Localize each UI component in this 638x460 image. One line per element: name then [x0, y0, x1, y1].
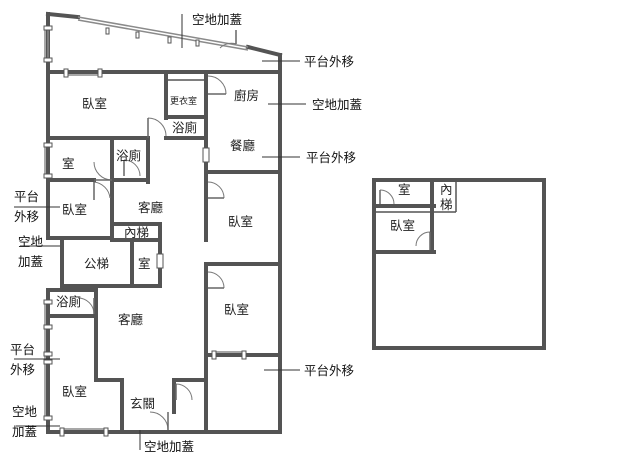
- room-label-entrance: 玄關: [130, 396, 155, 411]
- room-label-kitchen: 廚房: [234, 88, 259, 103]
- note-left-platform-1-line1: 平台: [14, 189, 39, 204]
- annex-label-bedroom: 臥室: [390, 218, 415, 233]
- room-label-bedroom-top-left: 臥室: [82, 96, 107, 111]
- room-label-inner-stair: 內梯: [124, 225, 149, 240]
- note-left-land-2-line1: 空地: [12, 404, 38, 419]
- annex-label-inner-stair-2: 梯: [440, 197, 453, 212]
- annex-plan: [372, 178, 546, 350]
- note-left-land-1-line1: 空地: [18, 234, 44, 249]
- room-labels: 臥室 更衣室 浴廁 廚房 餐廳 室 浴廁 臥室 客廳 內梯 臥室 公梯 室 浴廁…: [56, 88, 453, 411]
- room-label-bath-bottom: 浴廁: [56, 294, 81, 309]
- note-left-platform-1-line2: 外移: [14, 209, 39, 224]
- note-bottom-center: 空地加蓋: [144, 439, 194, 454]
- room-label-bath-top: 浴廁: [172, 120, 197, 135]
- annotations: 空地加蓋 平台外移 空地加蓋 平台外移 平台 外移 空地 加蓋 平台 外移 空地…: [10, 12, 362, 454]
- room-label-living-upper: 客廳: [138, 200, 164, 215]
- room-label-dining: 餐廳: [230, 138, 256, 153]
- room-label-bedroom-left-mid: 臥室: [62, 202, 87, 217]
- room-label-bedroom-bottom-left: 臥室: [62, 384, 87, 399]
- room-label-bedroom-right-lower: 臥室: [224, 302, 249, 317]
- note-left-land-1-line2: 加蓋: [18, 254, 43, 269]
- note-top-right: 平台外移: [304, 54, 354, 69]
- note-dining-right: 平台外移: [306, 150, 356, 165]
- note-kitchen-right: 空地加蓋: [312, 97, 362, 112]
- room-label-living-lower: 客廳: [118, 312, 144, 327]
- leader-lines: [14, 14, 306, 450]
- annex-label-room: 室: [398, 182, 411, 197]
- room-label-closet: 更衣室: [170, 95, 197, 107]
- note-left-platform-2-line1: 平台: [10, 342, 35, 357]
- room-label-room-small-mid: 室: [138, 256, 151, 271]
- annex-label-inner-stair-1: 內: [440, 182, 453, 197]
- room-label-room-small-left: 室: [62, 156, 75, 171]
- room-label-bath-middle: 浴廁: [116, 148, 141, 163]
- note-left-land-2-line2: 加蓋: [12, 424, 37, 439]
- note-left-platform-2-line2: 外移: [10, 362, 35, 377]
- doors: [77, 30, 237, 431]
- note-top-center: 空地加蓋: [192, 12, 242, 27]
- window-posts: [43, 25, 247, 437]
- room-label-bedroom-right-upper: 臥室: [228, 214, 253, 229]
- room-label-public-stair: 公梯: [84, 256, 109, 271]
- note-bottom-right: 平台外移: [304, 363, 354, 378]
- walls: [45, 11, 283, 434]
